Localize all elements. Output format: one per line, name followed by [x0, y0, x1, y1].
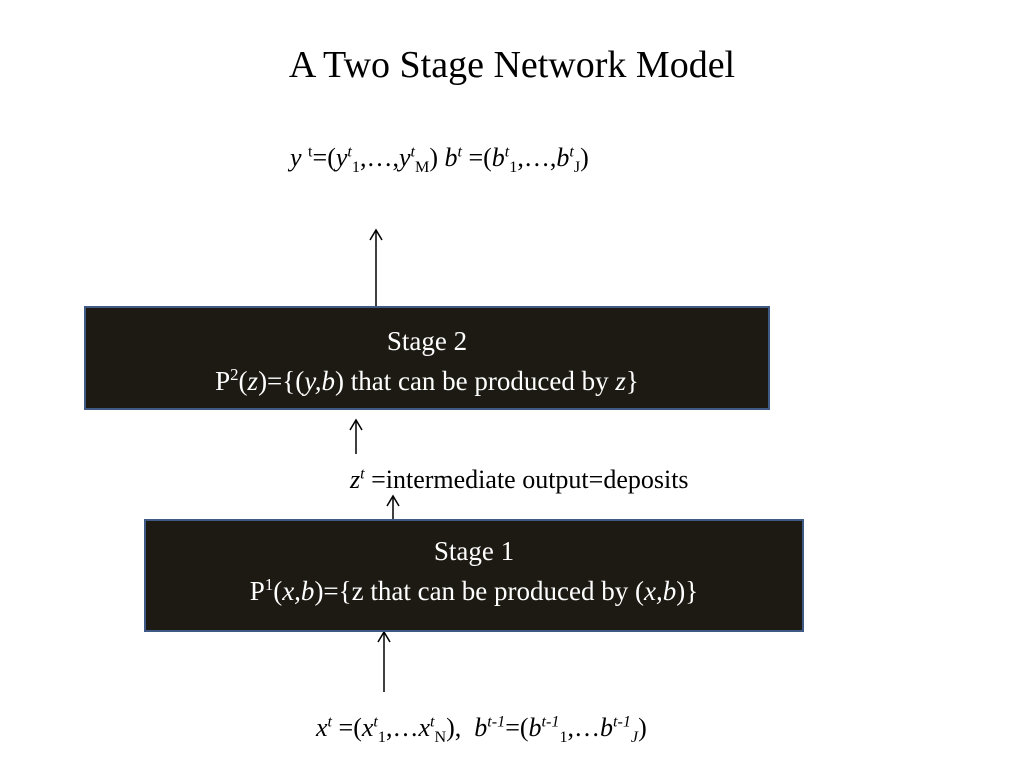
sup-t: t — [360, 465, 365, 483]
x-var: x — [361, 713, 374, 742]
sub-1: 1 — [351, 159, 360, 177]
sup-t: t — [430, 713, 435, 731]
yb-vars: y,b — [304, 366, 335, 396]
arrow-stage2-to-output — [369, 228, 383, 308]
eq: =( — [312, 143, 336, 172]
paren-open: ( — [238, 366, 248, 396]
paren-close: ) — [638, 713, 647, 742]
sup-2: 2 — [230, 365, 239, 384]
sub-n: N — [434, 729, 447, 747]
z-var: z — [615, 366, 626, 396]
eq: =( — [461, 143, 492, 172]
output-formula: y t=(yt1,…,ytM) bt =(bt1,…,btJ) — [290, 142, 589, 177]
z-var: z — [247, 366, 259, 396]
sup-t: t — [504, 143, 510, 161]
set-open: )={( — [258, 366, 305, 396]
y-var: y — [398, 143, 411, 172]
intermediate-label: zt =intermediate output=deposits — [350, 464, 689, 496]
stage2-box: Stage 2 P2(z)={(y,b) that can be produce… — [84, 306, 770, 410]
y-var: y — [335, 143, 348, 172]
sup-t: t — [347, 143, 352, 161]
stage2-formula: P2(z)={(y,b) that can be produced by z} — [86, 361, 768, 401]
b-var: b — [444, 143, 458, 172]
sup-t-minus-1: t-1 — [613, 713, 631, 731]
stage1-desc: )={z that can be produced by ( — [314, 576, 644, 606]
sub-m: M — [414, 159, 430, 177]
paren-open: ( — [273, 576, 283, 606]
sup-t: t — [457, 143, 462, 161]
sup-t: t — [308, 143, 313, 161]
b-var: b — [491, 143, 505, 172]
arrow-input-to-stage1 — [377, 630, 391, 692]
page-title: A Two Stage Network Model — [288, 44, 736, 86]
paren-close: ), — [446, 713, 475, 742]
sub-1: 1 — [509, 159, 518, 177]
xb-vars: x,b — [644, 576, 677, 606]
intermediate-text: =intermediate output=deposits — [364, 465, 689, 494]
sup-t-minus-1: t-1 — [541, 713, 560, 731]
dots: ,…, — [517, 143, 557, 172]
b-var: b — [556, 143, 570, 172]
stage1-formula: P1(x,b)={z that can be produced by (x,b)… — [146, 571, 802, 611]
x-var: x — [316, 713, 328, 742]
arrow-intermediate-to-stage2 — [349, 418, 363, 454]
b-var: b — [528, 713, 542, 742]
sub-1: 1 — [559, 729, 568, 747]
b-var: b — [600, 713, 613, 742]
sub-j: J — [573, 159, 581, 177]
b-var: b — [474, 713, 488, 742]
sub-j: J — [630, 729, 639, 747]
paren-close: ) — [429, 143, 438, 172]
eq: =( — [332, 713, 362, 742]
sup-1: 1 — [264, 575, 274, 594]
sup-t: t — [327, 713, 333, 731]
arrow-stage1-to-intermediate — [386, 494, 400, 522]
y-var: y — [290, 143, 302, 172]
sup-t-minus-1: t-1 — [487, 713, 506, 731]
stage1-box: Stage 1 P1(x,b)={z that can be produced … — [144, 519, 804, 632]
input-formula: xt =(xt1,…xtN), bt-1=(bt-11,…bt-1J) — [316, 712, 647, 747]
set-close: )} — [676, 576, 699, 606]
paren-close: ) — [580, 143, 589, 172]
sup-t: t — [410, 143, 415, 161]
sup-t: t — [373, 713, 378, 731]
sub-1: 1 — [377, 729, 386, 747]
dots: ,…, — [359, 143, 399, 172]
set-close: } — [625, 366, 639, 396]
stage2-heading: Stage 2 — [386, 326, 468, 356]
dots: ,… — [567, 713, 601, 742]
p-symbol: P — [215, 366, 231, 396]
sup-t: t — [569, 143, 574, 161]
dots: ,… — [385, 713, 419, 742]
z-var: z — [350, 465, 361, 494]
stage1-heading: Stage 1 — [433, 536, 515, 566]
p-symbol: P — [249, 576, 265, 606]
x-var: x — [418, 713, 430, 742]
eq: =( — [505, 713, 529, 742]
stage2-desc: ) that can be produced by — [334, 366, 616, 396]
xb-vars: x,b — [282, 576, 315, 606]
